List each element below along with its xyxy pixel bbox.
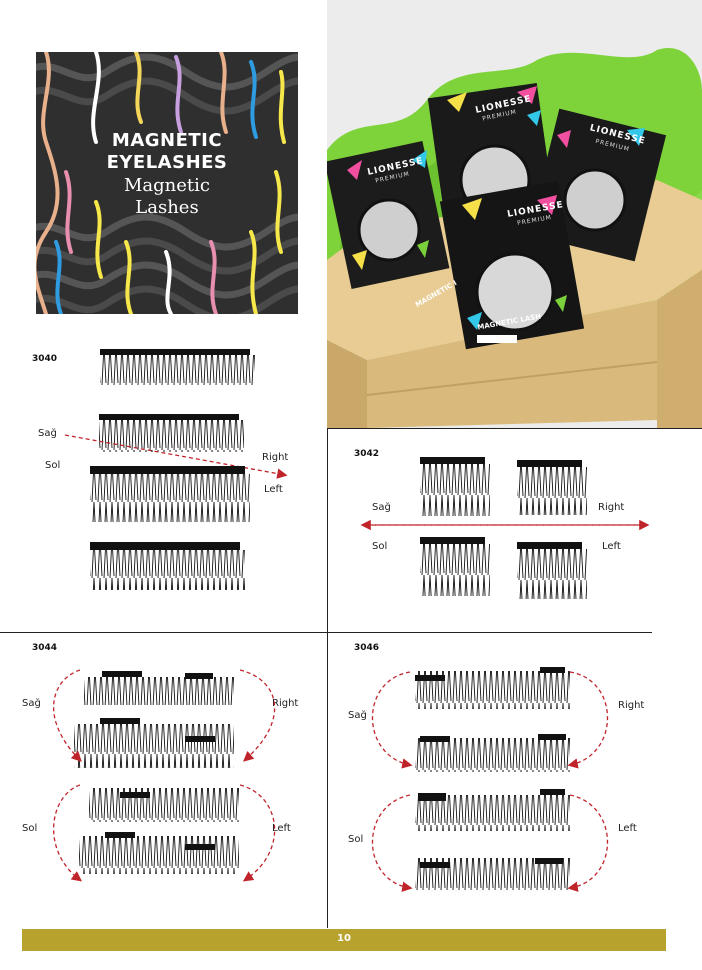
footer-bar: 10 bbox=[22, 929, 666, 951]
lash-3044-3 bbox=[89, 788, 239, 822]
label-sag-3042: Sağ bbox=[372, 502, 391, 513]
product-code-3046: 3046 bbox=[354, 643, 380, 653]
label-left-3046: Left bbox=[618, 823, 637, 834]
label-left-3040: Left bbox=[264, 484, 283, 495]
divider-top-right bbox=[327, 428, 702, 429]
product-code-3040: 3040 bbox=[32, 354, 58, 364]
arrow-3040 bbox=[64, 434, 288, 479]
lash-3046-4 bbox=[415, 858, 570, 890]
lash-3044-2 bbox=[74, 718, 234, 768]
cover-title-line1: MAGNETIC bbox=[111, 130, 223, 151]
product-code-3042: 3042 bbox=[354, 449, 380, 459]
label-sag-3044: Sağ bbox=[22, 698, 41, 709]
lash-3046-1 bbox=[415, 667, 570, 709]
cover-artwork: MAGNETIC EYELASHES Magnetic Lashes bbox=[36, 52, 298, 314]
lash-3044-1 bbox=[84, 671, 234, 705]
product-code-3044: 3044 bbox=[32, 643, 58, 653]
cover-subtitle-line2: Lashes bbox=[135, 197, 199, 218]
label-sol-3046: Sol bbox=[348, 834, 364, 845]
cover-subtitle-line1: Magnetic bbox=[123, 175, 210, 196]
lash-3042-2 bbox=[517, 460, 587, 515]
label-right-3040: Right bbox=[262, 452, 289, 463]
lash-3040-2 bbox=[99, 414, 244, 452]
page-number: 10 bbox=[337, 933, 351, 944]
label-right-3046: Right bbox=[618, 700, 645, 711]
lash-3040-4 bbox=[90, 542, 245, 590]
divider-middle bbox=[0, 632, 652, 633]
product-photo: LIONESSE PREMIUM LIONESSE PREMIUM LIONES… bbox=[327, 0, 702, 428]
arrows-3046 bbox=[371, 671, 609, 892]
lash-3040-3 bbox=[90, 466, 250, 522]
lash-3040-1 bbox=[100, 349, 255, 385]
crate-illustration bbox=[327, 0, 702, 428]
lash-3046-2 bbox=[415, 734, 570, 772]
arrows-3044 bbox=[53, 669, 276, 882]
label-right-3042: Right bbox=[598, 502, 625, 513]
label-sol-3044: Sol bbox=[22, 823, 38, 834]
arrow-3042 bbox=[360, 519, 650, 531]
label-sag-3040: Sağ bbox=[38, 428, 57, 439]
label-sag-3046: Sağ bbox=[348, 710, 367, 721]
label-sol-3040: Sol bbox=[45, 460, 61, 471]
label-sol-3042: Sol bbox=[372, 541, 388, 552]
label-left-3042: Left bbox=[602, 541, 621, 552]
cover-pattern bbox=[36, 52, 298, 314]
cover-title-line2: EYELASHES bbox=[106, 152, 228, 173]
lash-3046-3 bbox=[415, 789, 570, 831]
lash-3044-4 bbox=[79, 832, 239, 874]
lash-3042-3 bbox=[420, 537, 490, 596]
label-left-3044: Left bbox=[272, 823, 291, 834]
lash-3042-1 bbox=[420, 457, 490, 516]
divider-vertical bbox=[327, 428, 328, 928]
label-right-3044: Right bbox=[272, 698, 299, 709]
lash-3042-4 bbox=[517, 542, 587, 599]
